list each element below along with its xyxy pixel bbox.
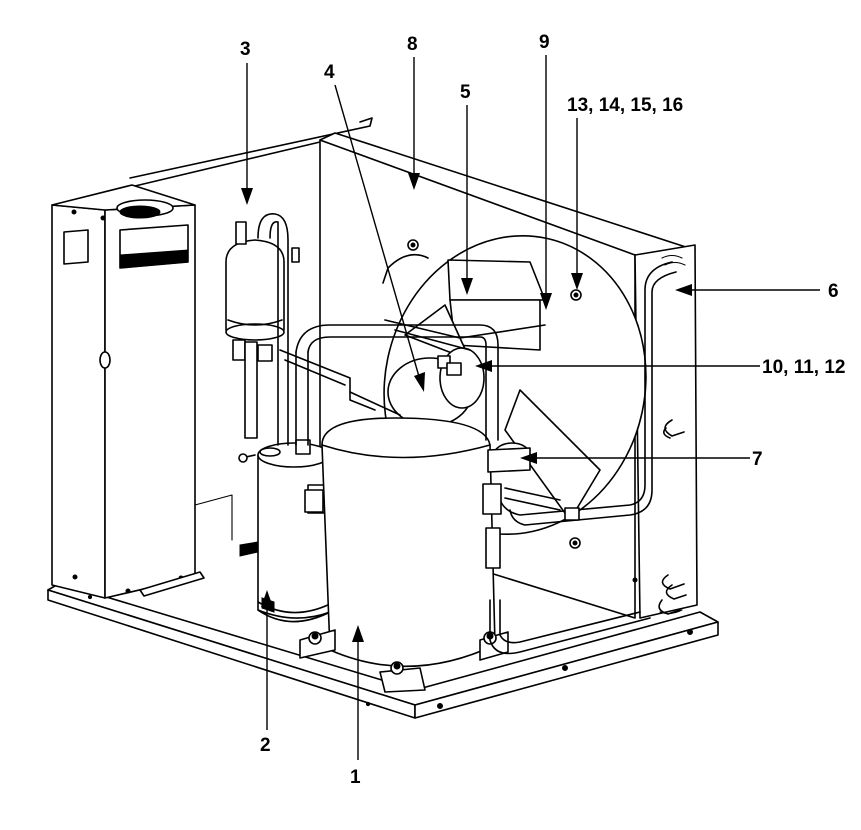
callout-6: 6	[828, 281, 839, 302]
top-rail	[129, 117, 373, 187]
callout-1: 1	[350, 767, 361, 788]
callout-4: 4	[324, 62, 335, 83]
control-box	[51, 184, 233, 599]
callout-9: 9	[539, 32, 550, 53]
callout-5: 5	[460, 82, 471, 103]
compressor	[299, 417, 509, 693]
receiver-tank	[238, 439, 331, 623]
callout-7: 7	[752, 449, 763, 470]
refrigerant-piping	[279, 261, 677, 655]
callout-13-14-15-16: 13, 14, 15, 16	[567, 95, 683, 116]
callout-labels: 1 2 3 4 5 6 7 8 9 10, 11, 12 13, 14, 15,…	[240, 32, 845, 788]
filter-drier	[225, 213, 300, 446]
leader-lines	[241, 55, 820, 760]
callout-10-11-12: 10, 11, 12	[762, 357, 845, 378]
callout-3: 3	[240, 39, 251, 60]
callout-8: 8	[407, 34, 418, 55]
callout-2: 2	[260, 735, 271, 756]
